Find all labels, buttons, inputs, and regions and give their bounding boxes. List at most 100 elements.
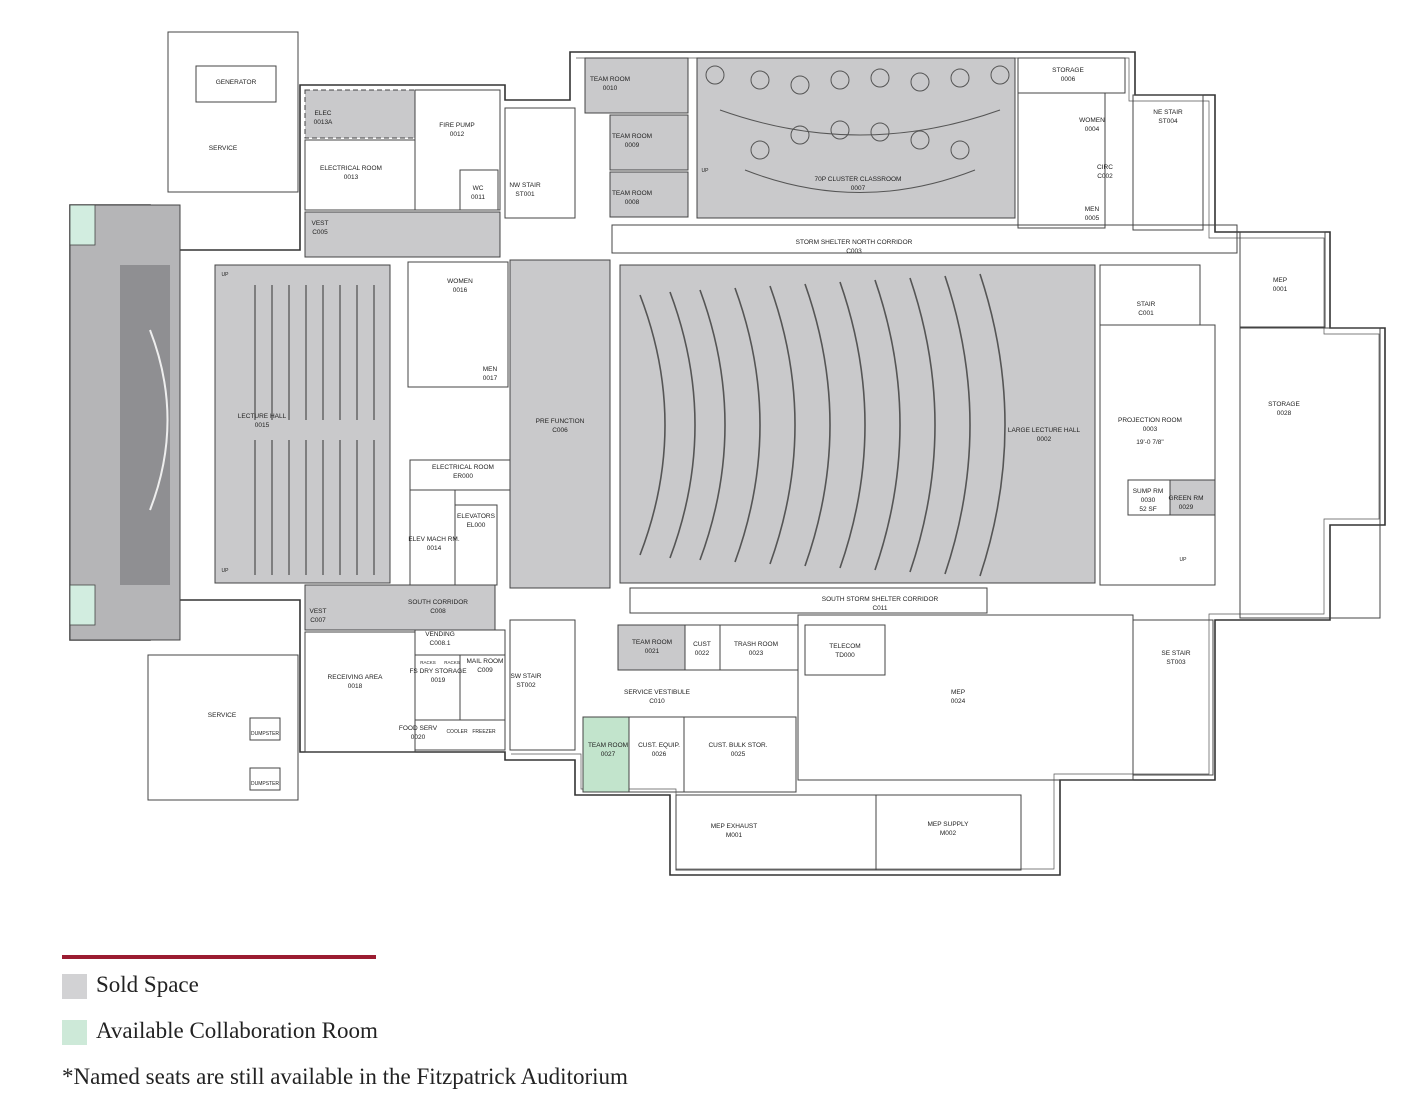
svg-text:TEAM ROOM: TEAM ROOM [588, 742, 628, 749]
svg-text:C008.1: C008.1 [430, 640, 451, 647]
svg-text:0013: 0013 [344, 174, 359, 181]
svg-text:0015: 0015 [255, 422, 270, 429]
svg-text:STAIR: STAIR [1137, 301, 1156, 308]
lecture-hall [214, 264, 391, 584]
svg-text:C008: C008 [430, 608, 446, 615]
svg-text:0001: 0001 [1273, 286, 1288, 293]
floor-plan: GENERATOR SERVICE ELEC 0013A FIRE PUMP 0… [69, 31, 1386, 876]
legend-note: *Named seats are still available in the … [62, 1064, 628, 1089]
svg-text:70P CLUSTER CLASSROOM: 70P CLUSTER CLASSROOM [815, 176, 902, 183]
svg-text:0030: 0030 [1141, 497, 1156, 504]
svg-text:0005: 0005 [1085, 215, 1100, 222]
svg-text:0028: 0028 [1277, 410, 1292, 417]
available-team-room-0027 [582, 716, 630, 793]
svg-text:ER000: ER000 [453, 473, 473, 480]
svg-text:CIRC: CIRC [1097, 164, 1113, 171]
svg-text:NE STAIR: NE STAIR [1153, 109, 1183, 116]
svg-text:MAIL ROOM: MAIL ROOM [467, 658, 504, 665]
svg-text:0003: 0003 [1143, 426, 1158, 433]
legend-sold-swatch [62, 974, 87, 999]
svg-text:ELECTRICAL ROOM: ELECTRICAL ROOM [432, 464, 494, 471]
svg-text:0024: 0024 [951, 698, 966, 705]
svg-text:0009: 0009 [625, 142, 640, 149]
svg-text:TEAM ROOM: TEAM ROOM [632, 639, 672, 646]
svg-text:SERVICE VESTIBULE: SERVICE VESTIBULE [624, 689, 691, 696]
svg-text:0026: 0026 [652, 751, 667, 758]
team-room-0010 [584, 57, 689, 114]
svg-text:SOUTH STORM SHELTER CORRIDOR: SOUTH STORM SHELTER CORRIDOR [822, 596, 939, 603]
svg-text:SE STAIR: SE STAIR [1161, 650, 1190, 657]
svg-text:TELECOM: TELECOM [829, 643, 860, 650]
svg-text:STORAGE: STORAGE [1052, 67, 1084, 74]
svg-text:UP: UP [1180, 557, 1188, 563]
svg-text:MEP SUPPLY: MEP SUPPLY [928, 821, 970, 828]
svg-text:WOMEN: WOMEN [447, 278, 473, 285]
svg-text:MEP: MEP [1273, 277, 1287, 284]
svg-text:ST001: ST001 [515, 191, 535, 198]
svg-text:TD000: TD000 [835, 652, 855, 659]
svg-text:ELEV MACH RM.: ELEV MACH RM. [408, 536, 459, 543]
svg-text:MEN: MEN [483, 366, 498, 373]
sold-spaces [214, 57, 1216, 671]
svg-text:LECTURE HALL: LECTURE HALL [238, 413, 287, 420]
svg-text:0017: 0017 [483, 375, 498, 382]
vest-c005 [304, 211, 501, 258]
svg-text:RACKS: RACKS [420, 660, 436, 665]
svg-text:SERVICE: SERVICE [208, 712, 237, 719]
svg-text:0027: 0027 [601, 751, 616, 758]
svg-text:ELECTRICAL ROOM: ELECTRICAL ROOM [320, 165, 382, 172]
svg-text:PROJECTION ROOM: PROJECTION ROOM [1118, 417, 1182, 424]
svg-text:SUMP RM: SUMP RM [1133, 488, 1164, 495]
svg-text:C005: C005 [312, 229, 328, 236]
svg-text:UP: UP [702, 168, 710, 174]
svg-text:0016: 0016 [453, 287, 468, 294]
svg-text:EL000: EL000 [467, 522, 486, 529]
service-yards [147, 31, 299, 801]
svg-text:SW STAIR: SW STAIR [511, 673, 542, 680]
svg-text:ELEVATORS: ELEVATORS [457, 513, 496, 520]
svg-text:UP: UP [222, 272, 230, 278]
legend-sold-label: Sold Space [96, 972, 199, 997]
svg-text:0006: 0006 [1061, 76, 1076, 83]
svg-text:VEST: VEST [310, 608, 327, 615]
south-corridor [304, 584, 496, 631]
cluster-classroom [696, 57, 1016, 219]
large-lecture-hall [619, 264, 1096, 584]
svg-text:UP: UP [222, 568, 230, 574]
svg-text:0014: 0014 [427, 545, 442, 552]
svg-text:0023: 0023 [749, 650, 764, 657]
svg-text:ST002: ST002 [516, 682, 536, 689]
svg-text:C009: C009 [477, 667, 493, 674]
svg-text:0021: 0021 [645, 648, 660, 655]
cluster-tables [705, 65, 1010, 193]
team-room-0008 [609, 171, 689, 218]
svg-text:0019: 0019 [431, 677, 446, 684]
room-outlines [304, 57, 1381, 871]
svg-text:C010: C010 [649, 698, 665, 705]
svg-text:C011: C011 [872, 605, 887, 612]
lecture-hall-seating [254, 285, 375, 575]
svg-text:0007: 0007 [851, 185, 866, 192]
svg-text:GENERATOR: GENERATOR [216, 79, 257, 86]
svg-text:C002: C002 [1097, 173, 1113, 180]
svg-text:VEST: VEST [312, 220, 329, 227]
svg-text:ST003: ST003 [1166, 659, 1186, 666]
svg-text:CUST. EQUIP.: CUST. EQUIP. [638, 742, 680, 749]
svg-text:0010: 0010 [603, 85, 618, 92]
svg-text:FS DRY STORAGE: FS DRY STORAGE [409, 668, 467, 675]
svg-text:MEN: MEN [1085, 206, 1100, 213]
svg-text:0020: 0020 [411, 734, 426, 741]
svg-text:TRASH ROOM: TRASH ROOM [734, 641, 778, 648]
svg-text:TEAM ROOM: TEAM ROOM [612, 190, 652, 197]
svg-text:CUST: CUST [693, 641, 711, 648]
svg-text:WC: WC [473, 185, 484, 192]
team-room-0009 [609, 114, 689, 171]
svg-text:52 SF: 52 SF [1139, 506, 1156, 513]
svg-text:FOOD SERV: FOOD SERV [399, 725, 438, 732]
svg-text:C001: C001 [1138, 310, 1154, 317]
svg-text:VENDING: VENDING [425, 631, 455, 638]
svg-text:STORAGE: STORAGE [1268, 401, 1300, 408]
svg-text:WOMEN: WOMEN [1079, 117, 1105, 124]
svg-text:DUMPSTER: DUMPSTER [251, 781, 279, 787]
legend-available-swatch [62, 1020, 87, 1045]
